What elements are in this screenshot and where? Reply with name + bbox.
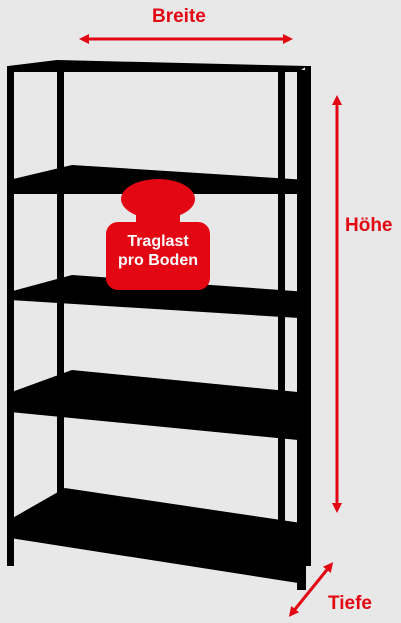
depth-arrow [288,562,334,617]
front-left-post [7,66,14,566]
height-label: Höhe [345,215,393,236]
shelf-board-top [8,60,307,72]
load-badge-line1: Traglast [127,233,189,250]
shelf-board-4 [9,370,308,440]
front-right-post [297,70,306,590]
load-badge-line2: pro Boden [118,252,198,269]
shelf-board-3 [9,275,308,318]
width-label: Breite [152,6,206,27]
shelf-board-bottom [9,488,308,583]
load-badge-text: Traglast pro Boden [101,232,215,270]
side-right-post [305,66,311,566]
load-weight-icon [106,179,210,290]
depth-label: Tiefe [328,593,373,614]
